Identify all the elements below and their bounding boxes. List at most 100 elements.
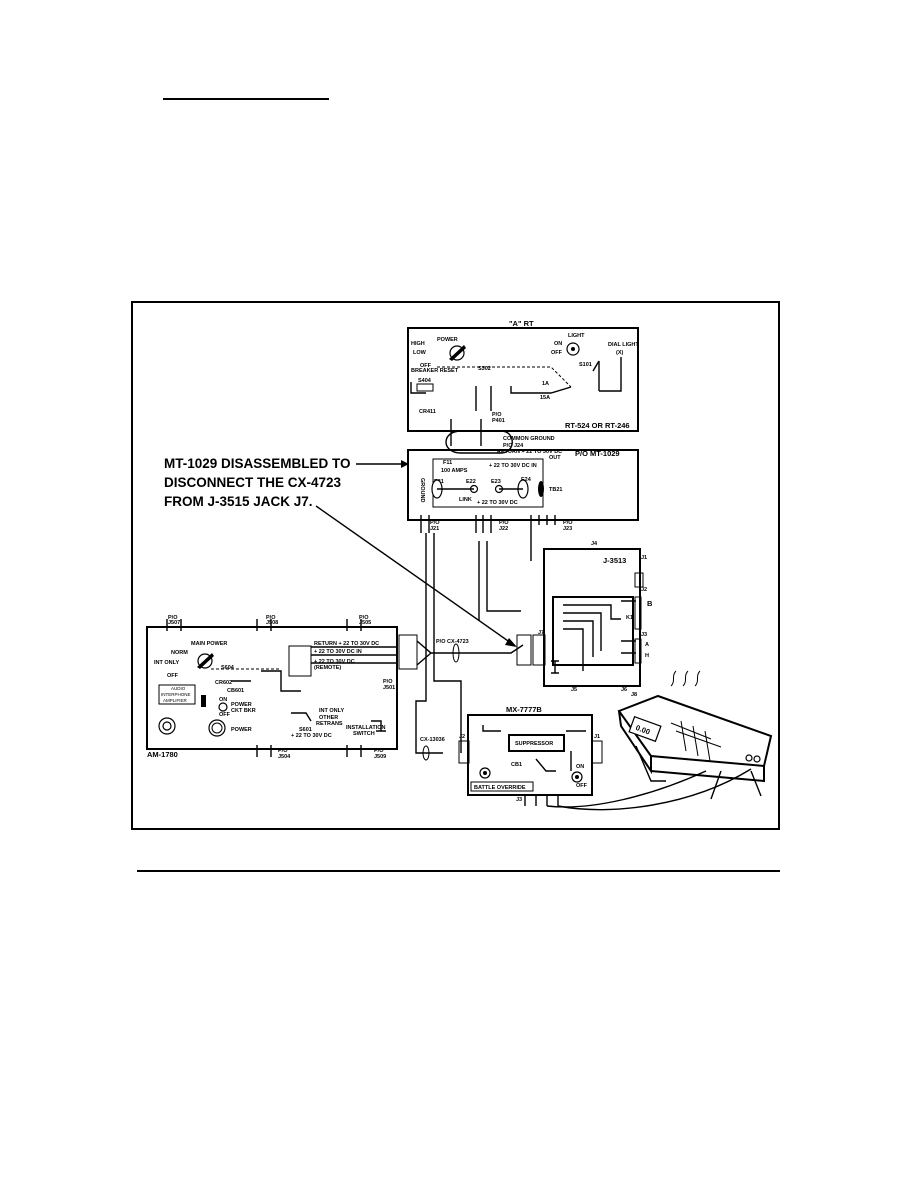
callout-arrowhead-1 [401, 460, 409, 468]
amp-connector-left-inner [162, 721, 172, 731]
meter-display-panel [628, 715, 662, 743]
meter-lead-2 [557, 768, 752, 811]
junction-title: J-3513 [603, 556, 626, 565]
am-j501-plug [398, 634, 418, 670]
supp-j3-pins [524, 795, 559, 806]
mount-ground-label: GROUND [419, 478, 425, 502]
amp-power-label: POWER [231, 727, 252, 733]
supp-j2-label: J2 [459, 734, 465, 740]
cx4723-label: P/O CX-4723 [436, 639, 469, 645]
junction-h-label: H [645, 653, 649, 659]
amp-dc-in-label: + 22 TO 30V DC IN [314, 649, 362, 655]
amp-on-label: ON [219, 697, 227, 703]
meter-signal-marks [670, 670, 701, 687]
supp-battle-box [470, 781, 534, 792]
mount-amps-label: 100 AMPS [441, 468, 468, 474]
rt-high-label: HIGH [411, 341, 425, 347]
amp-int-only2-label: INT ONLY [319, 708, 344, 714]
mount-return-label: RETURN + 22 TO 30V DC [497, 449, 562, 455]
junction-unit: J-3513 J4 J1 J2 J3 J5 J6 J8 J7 B K1 A H [532, 541, 653, 698]
rt-power-knob-pointer [449, 345, 466, 361]
junction-j5-label: J5 [571, 687, 577, 693]
meter-jack-2 [753, 755, 761, 763]
rt-box [407, 327, 639, 432]
junction-j3-label: J3 [641, 632, 647, 638]
junction-j2-label: J2 [641, 587, 647, 593]
meter-body [617, 694, 773, 768]
amp-ckt-bkr-label: CKT BKR [231, 708, 256, 714]
supp-j1-connector [591, 740, 603, 764]
rt-1a-label: 1A [542, 381, 549, 387]
junction-j7-connector [532, 634, 546, 666]
rt-internal-wires [410, 382, 572, 411]
junction-j4-label: J4 [591, 541, 598, 547]
amp-main-power-pointer [197, 653, 214, 669]
supp-suppressor-label: SUPPRESSOR [515, 741, 553, 747]
rt-light-switch-center [571, 347, 575, 351]
junction-box [543, 548, 641, 687]
top-rule [163, 98, 329, 100]
callout-line-1: MT-1029 DISASSEMBLED TO [164, 456, 351, 471]
rt-low-label: LOW [413, 350, 427, 356]
cx13036-label: CX-13036 [420, 737, 445, 743]
amp-power-ckt-label: POWER [231, 702, 252, 708]
junction-j3-connector [634, 638, 642, 664]
mount-dc-in-label: + 22 TO 30V DC IN [489, 463, 537, 469]
junction-a-label: A [645, 642, 649, 648]
amp-j509-label: J509 [374, 754, 386, 760]
mount-j23-po: P/O [563, 520, 573, 526]
mount-j22-label: J22 [499, 526, 508, 532]
amp-j501-po: P/O [383, 679, 393, 685]
mount-j21-po: P/O [430, 520, 440, 526]
supp-battle-switch-center [483, 771, 487, 775]
amp-j501-label: J501 [383, 685, 395, 691]
amp-remote-label: (REMOTE) [314, 665, 341, 671]
amp-j505-po: P/O [359, 615, 369, 621]
amp-switch-label: SWITCH [353, 731, 375, 737]
amp-j505-label: J505 [359, 620, 371, 626]
amp-audio-label: AUDIO [171, 686, 186, 691]
meter-bottom [650, 766, 765, 783]
amp-amplifier-label: AMPLIFIER [163, 698, 188, 703]
rt-mount-cable [445, 419, 513, 454]
rt-on-label: ON [554, 341, 562, 347]
supp-unit: MX-7777B SUPPRESSOR CB1 BATTLE OVERRIDE … [458, 705, 603, 806]
supp-cb1-label: CB1 [511, 762, 522, 768]
mount-title: P/O MT-1029 [575, 449, 620, 458]
multimeter: 0.00 [617, 670, 773, 800]
rt-breaker-dash [437, 366, 572, 388]
amp-bottom-pins [256, 745, 362, 757]
amp-power-lamp [208, 719, 226, 737]
rt-common-ground-label: COMMON GROUND [503, 436, 555, 442]
callout-line-2: DISCONNECT THE CX-4723 [164, 475, 342, 490]
supp-title: MX-7777B [506, 705, 542, 714]
mount-dc-bottom-label: + 22 TO 30V DC [477, 500, 518, 506]
rt-light-label: LIGHT [568, 333, 585, 339]
mount-j21-label: J21 [430, 526, 439, 532]
amp-dc-bottom-label: + 22 TO 30V DC [291, 733, 332, 739]
amp-interphone-box [158, 684, 196, 705]
amp-model: AM-1780 [147, 750, 178, 759]
mount-f11-label: F11 [443, 460, 452, 466]
cx13036-cable [415, 741, 443, 754]
mount-tb21-label: TB21 [549, 487, 562, 493]
amp-internal-block [288, 645, 312, 677]
rt-p401-label: P401 [492, 418, 505, 424]
mount-j23-label: J23 [563, 526, 572, 532]
mount-e23-label: E23 [491, 479, 501, 485]
supp-internal-wires [482, 725, 586, 772]
mount-tb21-terminal [538, 481, 544, 497]
rt-15a-label: 15A [540, 395, 550, 401]
callout-arrowhead-2 [505, 638, 517, 647]
mount-e24-label: E24 [521, 477, 532, 483]
rt-breaker-reset-label: BREAKER RESET [411, 368, 459, 374]
mount-connector-pins [420, 515, 556, 533]
callout-line-3: FROM J-3515 JACK J7. [164, 494, 313, 509]
amp-internal-wires [231, 646, 397, 692]
supp-on-off-center [575, 775, 579, 779]
amp-j509-po: P/O [374, 748, 384, 754]
rt-po-j24-label: P/O J24 [503, 443, 524, 449]
j7-plug [516, 634, 532, 666]
supp-j2-connector [458, 740, 470, 764]
rt-s404-coil [416, 383, 434, 392]
